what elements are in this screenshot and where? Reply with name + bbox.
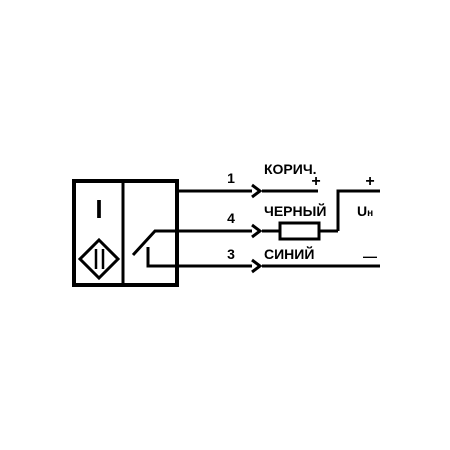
sensor-outline: [72, 179, 179, 287]
load-resistor: [278, 221, 321, 241]
wire-3: 3 СИНИЙ —: [177, 245, 380, 274]
wire-1: 1 КОРИЧ. +: [177, 161, 321, 199]
switch-contact-icon: [131, 229, 178, 268]
wire-1-color-label: КОРИЧ.: [264, 161, 317, 177]
supply-voltage-label: Uн: [357, 203, 373, 219]
wire-4-color-label: ЧЕРНЫЙ: [264, 202, 326, 219]
terminal-plus-far: +: [365, 173, 374, 190]
supply-voltage-sub: н: [367, 208, 373, 219]
supply-voltage-main: U: [357, 203, 367, 219]
power-supply: + Uн: [336, 173, 380, 231]
connector-arrow-icon: [251, 223, 263, 239]
connector-arrow-icon: [251, 183, 263, 199]
wire-3-color-label: СИНИЙ: [264, 245, 314, 262]
terminal-plus-near: +: [311, 173, 320, 190]
connector-arrow-icon: [251, 258, 263, 274]
wire-3-pin: 3: [227, 246, 235, 262]
terminal-minus: —: [363, 248, 377, 264]
inductive-symbol-icon: [77, 237, 121, 281]
wire-4: 4 ЧЕРНЫЙ: [177, 202, 338, 241]
sensor-body: I: [72, 179, 179, 287]
wire-4-pin: 4: [227, 210, 235, 226]
wire-1-pin: 1: [227, 170, 235, 186]
sensor-type-symbol: I: [95, 194, 102, 224]
